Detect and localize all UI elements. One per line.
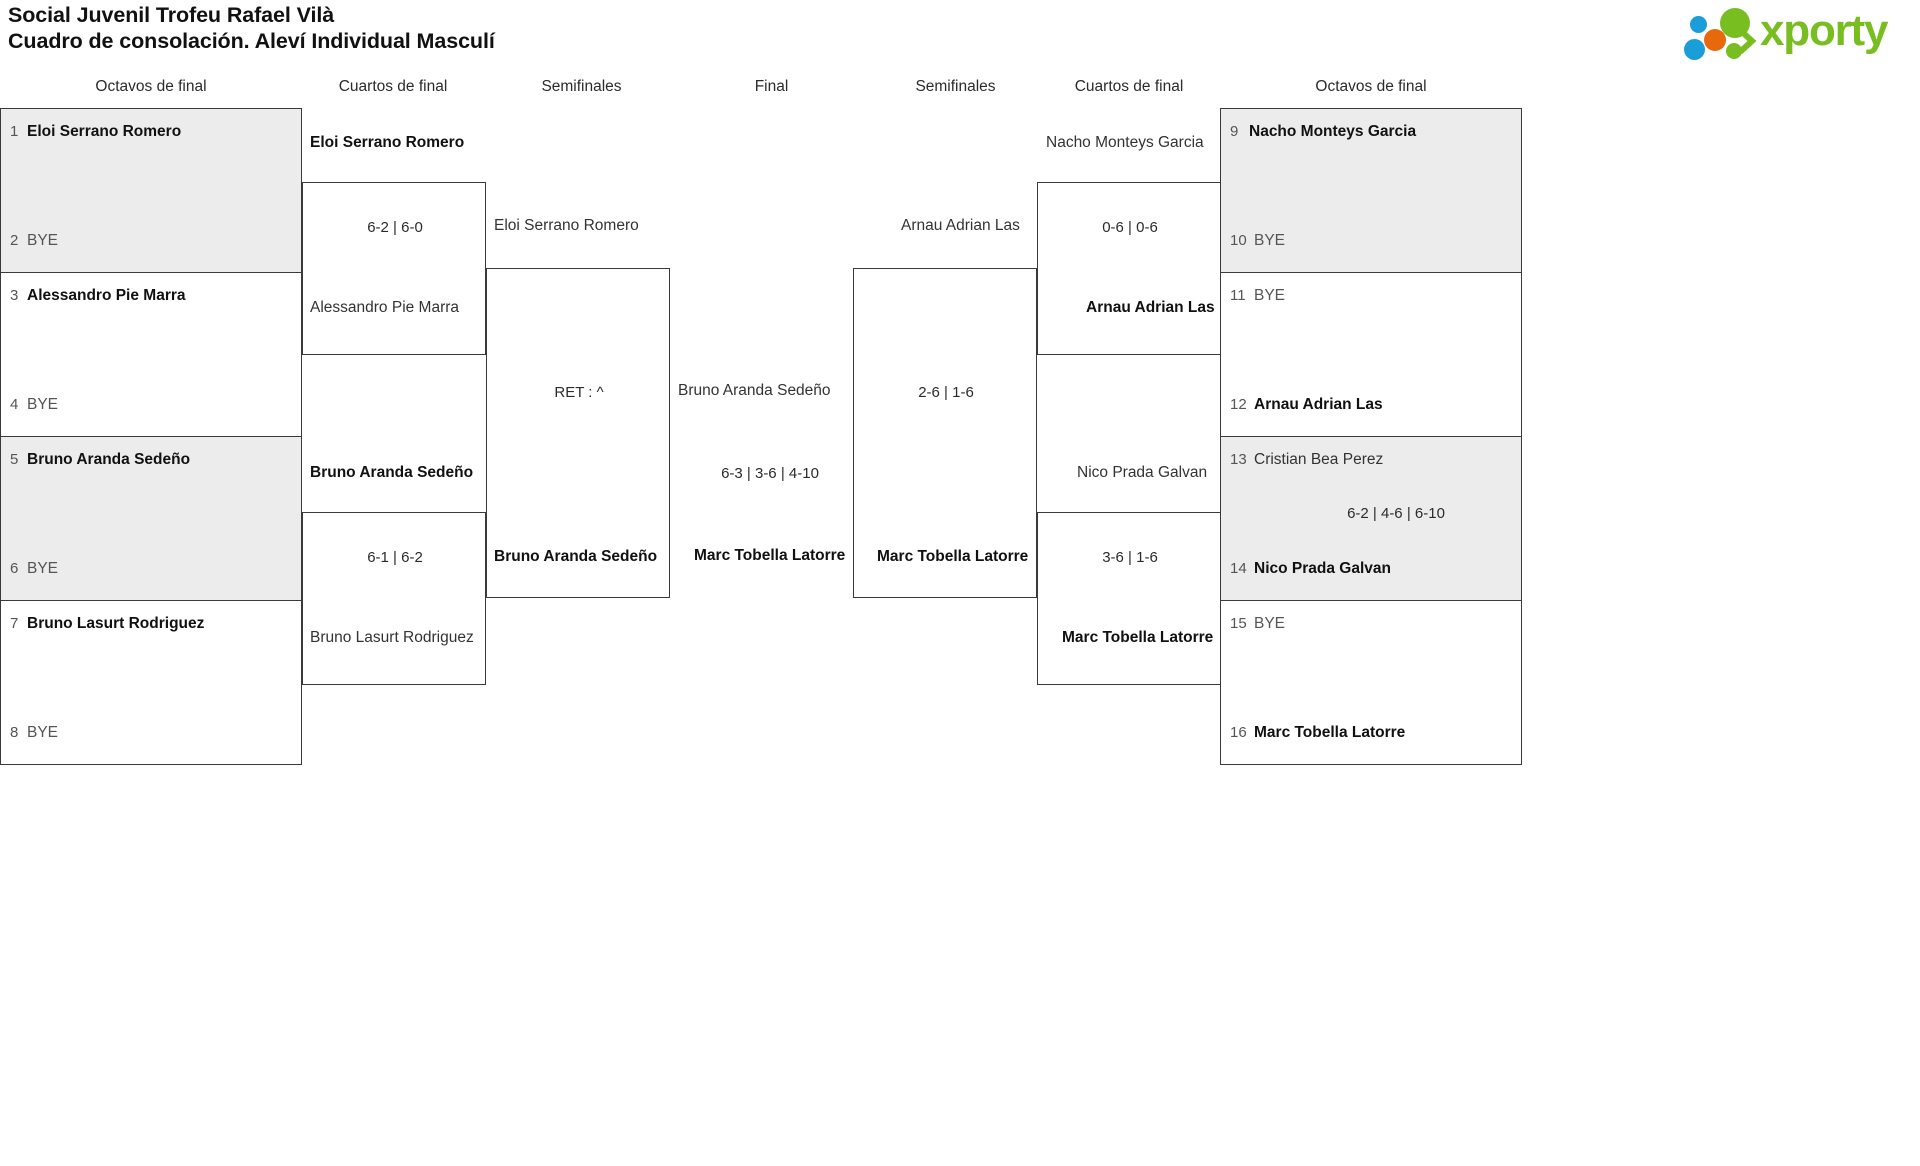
tournament-name: Social Juvenil Trofeu Rafael Vilà [8, 3, 335, 27]
draw-subtitle: Cuadro de consolación. Aleví Individual … [8, 29, 495, 53]
match-score: 0-6 | 0-6 [1102, 219, 1158, 236]
final-score: 6-3 | 3-6 | 4-10 [721, 465, 819, 482]
seed-number: 10 [1230, 232, 1247, 249]
qf-right-1-bottom-player: Arnau Adrian Las [1086, 299, 1215, 316]
seed-number: 9 [1230, 123, 1239, 140]
seed-number: 14 [1230, 560, 1247, 577]
round-header-left-sf: Semifinales [541, 78, 622, 95]
match-score: 6-1 | 6-2 [367, 549, 423, 566]
player-name: BYE [27, 560, 59, 577]
seed-number: 2 [10, 232, 19, 249]
player-name: Cristian Bea Perez [1254, 451, 1384, 468]
match-slot-right-qf-1[interactable]: 0-6 | 0-6 [1037, 182, 1221, 355]
seed-number: 5 [10, 451, 19, 468]
final-top-player: Bruno Aranda Sedeño [678, 382, 831, 399]
player-name: Nico Prada Galvan [1254, 560, 1391, 577]
player-name: BYE [27, 232, 59, 249]
match-slot-right-sf-1[interactable]: 2-6 | 1-6 [853, 268, 1037, 598]
qf-right-2-bottom-player: Marc Tobella Latorre [1062, 629, 1214, 646]
match-slot-right-r16-2[interactable]: 11 BYE 12 Arnau Adrian Las [1220, 272, 1522, 437]
match-slot-left-qf-2[interactable]: 6-1 | 6-2 [302, 512, 486, 685]
player-name: Nacho Monteys Garcia [1249, 123, 1417, 140]
seed-number: 4 [10, 396, 19, 413]
player-name: Bruno Aranda Sedeño [27, 451, 191, 468]
seed-number: 3 [10, 287, 19, 304]
round-header-left-r16: Octavos de final [95, 78, 207, 95]
seed-number: 7 [10, 615, 19, 632]
sf-right-bottom-player: Marc Tobella Latorre [877, 548, 1029, 565]
player-name: Marc Tobella Latorre [1254, 724, 1406, 741]
page-header: Social Juvenil Trofeu Rafael Vilà Cuadro… [0, 0, 1920, 72]
match-score: 3-6 | 1-6 [1102, 549, 1158, 566]
sf-left-bottom-player: Bruno Aranda Sedeño [494, 548, 658, 565]
seed-number: 15 [1230, 615, 1247, 632]
round-header-right-sf: Semifinales [915, 78, 996, 95]
match-score: 6-2 | 4-6 | 6-10 [1347, 505, 1445, 522]
match-slot-left-qf-1[interactable]: 6-2 | 6-0 [302, 182, 486, 355]
match-score: 2-6 | 1-6 [918, 384, 974, 401]
match-score: 6-2 | 6-0 [367, 219, 423, 236]
logo-wordmark: xporty [1760, 6, 1888, 55]
player-name: Alessandro Pie Marra [27, 287, 186, 304]
player-name: BYE [27, 396, 59, 413]
match-slot-left-sf-1[interactable]: RET : ^ [486, 268, 670, 598]
round-header-right-qf: Cuartos de final [1074, 78, 1184, 95]
logo-dots-icon [1682, 8, 1766, 60]
seed-number: 11 [1230, 287, 1246, 304]
round-header-final: Final [754, 78, 789, 95]
seed-number: 16 [1230, 724, 1247, 741]
match-slot-left-r16-1[interactable]: 1 Eloi Serrano Romero 2 BYE [0, 108, 302, 273]
qf-left-1-top-player: Eloi Serrano Romero [310, 134, 465, 151]
final-bottom-player: Marc Tobella Latorre [694, 547, 846, 564]
match-slot-right-qf-2[interactable]: 3-6 | 1-6 [1037, 512, 1221, 685]
match-slot-right-r16-4[interactable]: 15 BYE 16 Marc Tobella Latorre [1220, 600, 1522, 765]
round-header-left-qf: Cuartos de final [338, 78, 448, 95]
sf-right-top-player: Arnau Adrian Las [901, 217, 1020, 234]
player-name: BYE [1254, 287, 1286, 304]
match-slot-right-r16-1[interactable]: 9 Nacho Monteys Garcia 10 BYE [1220, 108, 1522, 273]
match-slot-left-r16-2[interactable]: 3 Alessandro Pie Marra 4 BYE [0, 272, 302, 437]
seed-number: 12 [1230, 396, 1247, 413]
match-slot-right-r16-3[interactable]: 13 Cristian Bea Perez 6-2 | 4-6 | 6-10 1… [1220, 436, 1522, 601]
qf-left-2-top-player: Bruno Aranda Sedeño [310, 464, 474, 481]
xporty-logo: xporty [1674, 4, 1910, 62]
seed-number: 13 [1230, 451, 1247, 468]
player-name: BYE [27, 724, 59, 741]
player-name: Eloi Serrano Romero [27, 123, 182, 140]
player-name: Bruno Lasurt Rodriguez [27, 615, 205, 632]
qf-left-1-bottom-player: Alessandro Pie Marra [310, 299, 460, 316]
logo-chevron-icon [1737, 28, 1757, 54]
round-header-right-r16: Octavos de final [1315, 78, 1427, 95]
player-name: Arnau Adrian Las [1254, 396, 1383, 413]
sf-left-top-player: Eloi Serrano Romero [494, 217, 639, 234]
qf-right-2-top-player: Nico Prada Galvan [1077, 464, 1208, 481]
seed-number: 8 [10, 724, 19, 741]
seed-number: 1 [10, 123, 19, 140]
match-score: RET : ^ [554, 384, 604, 401]
page-title: Social Juvenil Trofeu Rafael Vilà Cuadro… [8, 2, 495, 54]
qf-left-2-bottom-player: Bruno Lasurt Rodriguez [310, 629, 474, 646]
match-slot-left-r16-3[interactable]: 5 Bruno Aranda Sedeño 6 BYE [0, 436, 302, 601]
player-name: BYE [1254, 615, 1286, 632]
seed-number: 6 [10, 560, 19, 577]
player-name: BYE [1254, 232, 1286, 249]
qf-right-1-top-player: Nacho Monteys Garcia [1046, 134, 1204, 151]
match-slot-left-r16-4[interactable]: 7 Bruno Lasurt Rodriguez 8 BYE [0, 600, 302, 765]
